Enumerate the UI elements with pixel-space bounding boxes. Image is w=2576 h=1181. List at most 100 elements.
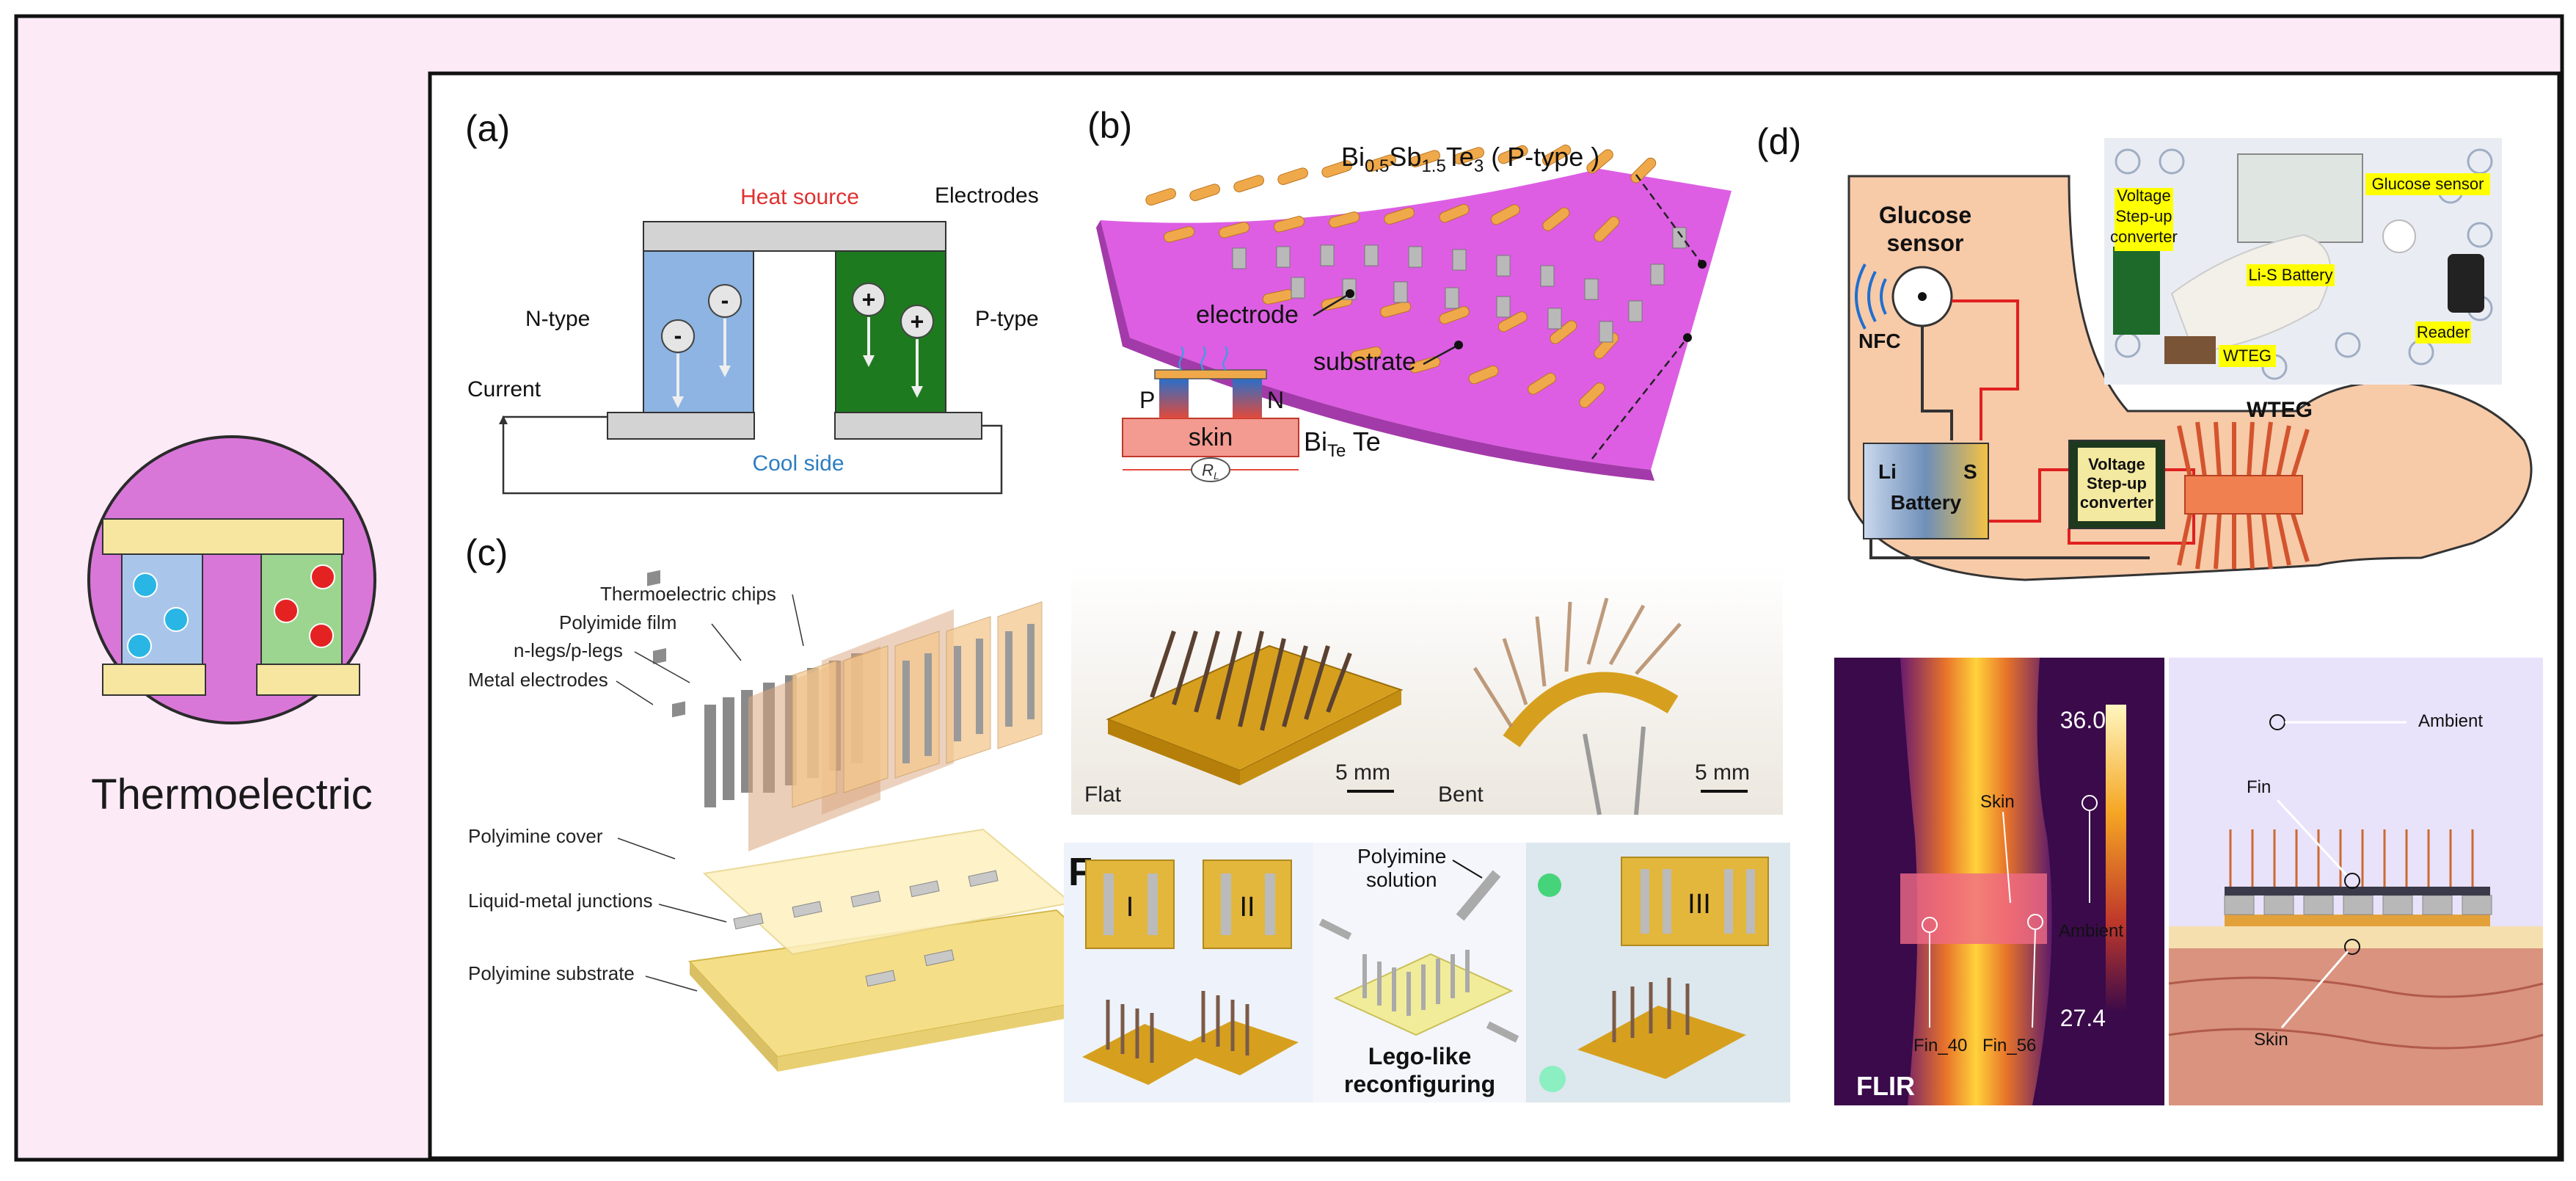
photo-glucose-label: Glucose sensor [2372, 175, 2484, 193]
module-i: I [1085, 860, 1175, 949]
flat-fins [1150, 631, 1352, 731]
current-arrow-icon [499, 415, 508, 424]
arm-illustration [1847, 175, 2533, 581]
glucose-sensor-label-1: Glucose [1879, 202, 1971, 228]
thermoelectric-leg-array [1145, 145, 1687, 408]
electrode-pointer [1313, 292, 1351, 317]
wteg-band: WTEG [2177, 398, 2313, 570]
device-photo: Voltage Step-up converter Glucose sensor… [2104, 138, 2502, 385]
p-type-pointer [1635, 174, 1704, 265]
inset-n-label: N [1267, 387, 1284, 413]
heat-source-label: Heat source [740, 185, 859, 209]
temp-max-label: 36.0 [2060, 707, 2106, 733]
led-glow-icon [1539, 1066, 1566, 1092]
polyimine-solution-label-2: solution [1366, 868, 1437, 891]
sidebar-title: Thermoelectric [91, 771, 373, 818]
skin-label: skin [1189, 424, 1233, 451]
stack-labels: Thermoelectric chips Polyimide film n-le… [468, 583, 776, 984]
hole-charges: + + [852, 283, 934, 398]
inset-p-label: P [1139, 387, 1155, 413]
reconfiguring-middle: Polyimine solution Lego-like reconfiguri… [1318, 845, 1519, 1097]
panel-c-letter: (c) [465, 532, 508, 573]
sidebar: Thermoelectric [87, 435, 376, 818]
right-ambient-label: Ambient [2418, 711, 2483, 731]
cool-side-label: Cool side [752, 451, 844, 476]
p-type-label: P-type [975, 307, 1039, 331]
li-label: Li [1878, 460, 1897, 483]
s-label: S [1963, 460, 1977, 483]
liquid-metal-label: Liquid-metal junctions [468, 890, 652, 912]
bent-scale-label: 5 mm [1695, 760, 1750, 785]
right-skin-label: Skin [2254, 1030, 2288, 1050]
svg-text:II: II [1239, 892, 1255, 923]
n-type-leg [643, 250, 754, 413]
skin-surface [2169, 926, 2543, 948]
n-type-pointer [1591, 337, 1688, 459]
liquid-metal-junctions [733, 870, 999, 987]
substrate-label: substrate [1313, 348, 1416, 376]
exploded-stack [647, 570, 1147, 1072]
panel-a-letter: (a) [465, 108, 510, 149]
svg-text:+: + [862, 286, 876, 313]
right-fin-label: Fin [2247, 777, 2271, 797]
converter-label-3: converter [2080, 493, 2154, 512]
thermal-band [1900, 873, 2047, 944]
svg-text:+: + [911, 308, 924, 335]
thermoelectric-chips-label: Thermoelectric chips [600, 583, 776, 605]
bent-photo: Bent 5 mm [1438, 565, 1783, 815]
thermoelectric-icon [102, 518, 360, 696]
svg-text:-: - [674, 322, 682, 349]
panel-b-letter: (b) [1087, 105, 1132, 146]
skin-layer [1122, 418, 1299, 457]
bottom-plate [2225, 915, 2490, 926]
inset-p-leg [1159, 379, 1189, 418]
thermal-image: 36.0 27.4 Skin Ambient Fin_40 Fin_56 FLI… [1834, 658, 2164, 1105]
bent-label: Bent [1438, 782, 1484, 807]
glucose-sensor-label-2: sensor [1887, 230, 1964, 256]
module-ii: II [1203, 860, 1292, 949]
panel-f: F I II [1064, 843, 1790, 1102]
rl-label: RL [1202, 461, 1219, 482]
li-s-battery: Li Battery S [1863, 443, 1989, 539]
flat-photo: Flat 5 mm [1071, 565, 1438, 815]
converter-label-1: Voltage [2088, 455, 2145, 473]
n-type-material-label: BiTe Te [1304, 426, 1381, 461]
panel-d-letter: (d) [1756, 121, 1801, 162]
temp-min-label: 27.4 [2060, 1005, 2106, 1031]
heat-waves-icon [1178, 346, 1228, 371]
flat-label: Flat [1084, 782, 1122, 807]
svg-text:-: - [721, 287, 729, 313]
svg-text:I: I [1126, 892, 1134, 923]
chip-legs [902, 624, 1035, 763]
fin-56-label: Fin_56 [1982, 1036, 2036, 1055]
polyimine-cover-label: Polyimine cover [468, 825, 603, 847]
electrodes-label: Electrodes [935, 183, 1039, 208]
n-type-label: N-type [525, 307, 590, 331]
flat-scale-label: 5 mm [1335, 760, 1390, 785]
module-iii: III [1538, 857, 1769, 1092]
photo-wteg-label: WTEG [2223, 346, 2272, 365]
lego-label-1: Lego-like [1368, 1043, 1471, 1069]
top-electrode [643, 221, 946, 252]
bent-fins [1473, 597, 1682, 728]
inset-n-leg [1233, 379, 1262, 418]
thermal-skin-label: Skin [1980, 792, 2015, 812]
polyimine-substrate-label: Polyimine substrate [468, 962, 635, 984]
photo-voltage-label-1: Voltage [2117, 186, 2170, 205]
battery-label: Battery [1891, 491, 1962, 514]
legs-label: n-legs/p-legs [514, 639, 623, 661]
nfc-waves-icon [1855, 264, 1887, 330]
thermal-ambient-label: Ambient [2059, 921, 2123, 941]
panel-c: (c) [465, 532, 1147, 1072]
module-stack-photo [1082, 991, 1299, 1085]
flir-logo: FLIR [1856, 1071, 1915, 1101]
p-type-material-label: Bi0.5Sb1.5Te3 ( P-type ) [1341, 142, 1599, 176]
bottom-electrode-right [834, 412, 982, 440]
polyimide-film-label: Polyimide film [559, 611, 676, 633]
stack-leader-lines [616, 594, 804, 992]
photo-voltage-label-2: Step-up [2115, 207, 2172, 225]
skin-tissue [2169, 942, 2543, 1105]
bottom-electrode-left [607, 412, 755, 440]
